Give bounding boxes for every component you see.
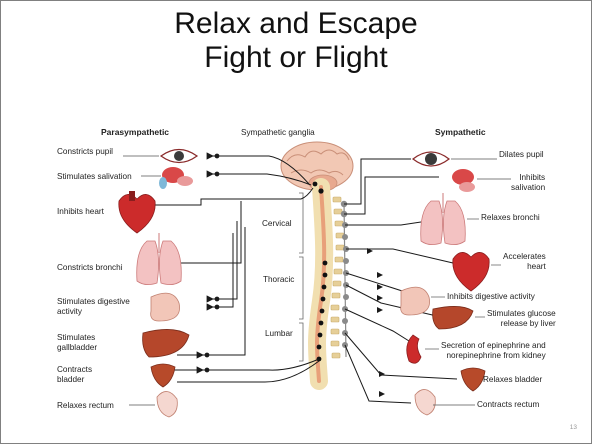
right-label-accelerates-heart: Accelerates heart [503, 252, 546, 271]
left-eye [161, 150, 197, 163]
region-lumbar: Lumbar [265, 329, 293, 339]
right-lungs [421, 193, 466, 245]
left-lungs [137, 233, 182, 285]
left-label-constricts-pupil: Constricts pupil [57, 147, 113, 157]
right-label-relaxes-bronchi: Relaxes bronchi [481, 213, 540, 223]
header-sympathetic-ganglia: Sympathetic ganglia [241, 128, 315, 138]
right-label-relaxes-bladder: Relaxes bladder [483, 375, 542, 385]
right-salivary-glands [452, 169, 475, 192]
right-label-inhibits-digestive: Inhibits digestive activity [447, 292, 535, 302]
left-label-contracts-bladder: Contracts bladder [57, 365, 92, 384]
region-thoracic: Thoracic [263, 275, 294, 285]
right-kidney [407, 335, 421, 363]
right-label-secretion-epinephrine: Secretion of epinephrine and norepinephr… [441, 341, 546, 360]
region-cervical: Cervical [262, 219, 292, 229]
left-rectum [157, 391, 177, 417]
slide-number: 13 [570, 424, 577, 431]
left-bladder [151, 364, 175, 387]
region-brackets [299, 193, 303, 361]
sympathetic-synapses [367, 248, 385, 397]
left-label-inhibits-heart: Inhibits heart [57, 207, 104, 217]
right-label-stimulates-glucose: Stimulates glucose release by liver [487, 309, 556, 328]
header-sympathetic: Sympathetic [435, 127, 486, 137]
right-stomach [401, 287, 430, 315]
right-heart [453, 252, 489, 291]
left-label-stimulates-digestive: Stimulates digestive activity [57, 297, 130, 316]
left-label-stimulates-gallbladder: Stimulates gallbladder [57, 333, 97, 352]
right-label-contracts-rectum: Contracts rectum [477, 400, 539, 410]
left-label-constricts-bronchi: Constricts bronchi [57, 263, 123, 273]
right-label-inhibits-salivation: Inhibits salivation [511, 173, 545, 192]
sympathetic-nerves [344, 159, 457, 403]
spinal-column [317, 187, 344, 381]
right-bladder [461, 368, 485, 391]
left-salivary-glands [159, 167, 193, 189]
left-heart [119, 191, 155, 233]
right-label-dilates-pupil: Dilates pupil [499, 150, 544, 160]
left-label-stimulates-salivation: Stimulates salivation [57, 172, 132, 182]
right-liver [433, 306, 473, 329]
left-stomach [151, 293, 180, 321]
left-label-relaxes-rectum: Relaxes rectum [57, 401, 114, 411]
right-rectum [415, 389, 435, 415]
left-liver [143, 329, 189, 357]
right-eye [413, 152, 449, 166]
header-parasympathetic: Parasympathetic [101, 127, 169, 137]
